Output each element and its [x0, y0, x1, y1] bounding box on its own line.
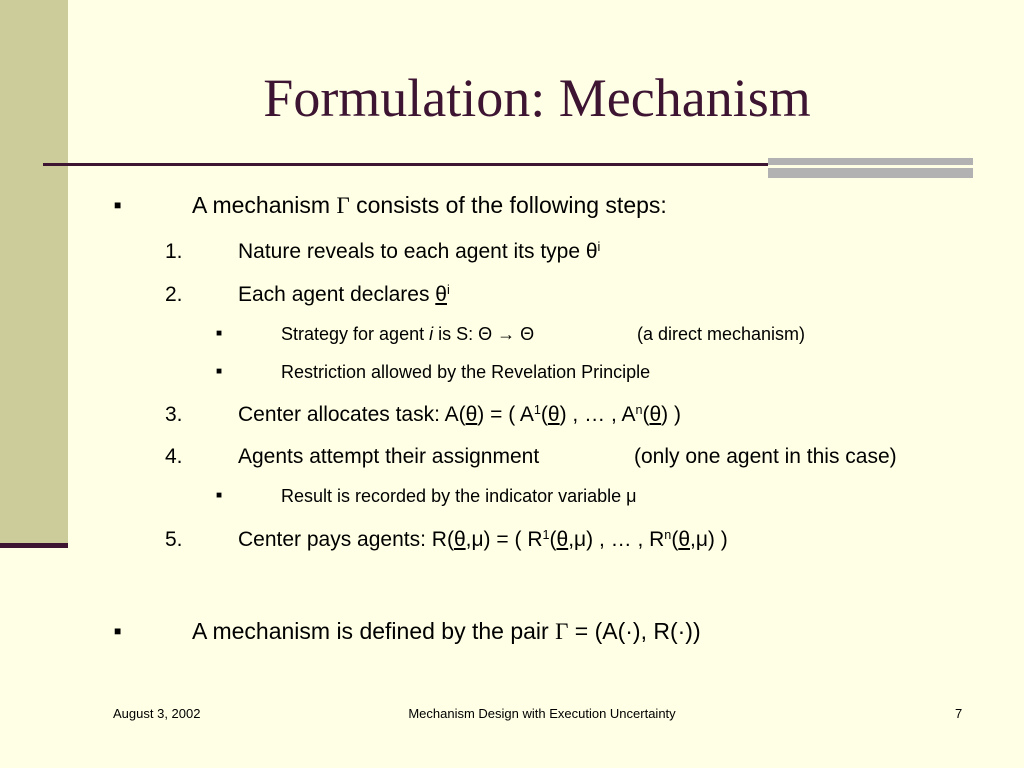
- text-part: Each agent declares: [238, 283, 436, 306]
- text-part: ,μ) , … , R: [568, 528, 665, 551]
- text-part: ) , … , A: [559, 403, 636, 426]
- bullet-marker: ■: [114, 624, 122, 638]
- bullet-marker: ■: [216, 328, 223, 339]
- gamma-symbol: Γ: [336, 193, 350, 218]
- superscript: 1: [533, 403, 541, 418]
- superscript: n: [664, 528, 672, 543]
- text-part: (: [671, 528, 679, 551]
- superscript: i: [446, 283, 450, 298]
- text-part: ) ): [661, 403, 681, 426]
- list-number: 5.: [165, 528, 183, 551]
- list-number: 1.: [165, 240, 183, 263]
- list-item-text: Strategy for agent i is S: Θ → Θ: [281, 324, 534, 345]
- list-item-text: Nature reveals to each agent its type θi: [238, 240, 600, 264]
- list-item-text: Result is recorded by the indicator vari…: [281, 486, 637, 506]
- bullet-marker: ■: [216, 490, 223, 501]
- list-item-note: (only one agent in this case): [634, 445, 897, 468]
- list-item-text: Center pays agents: R(θ,μ) = ( R1(θ,μ) ,…: [238, 528, 728, 552]
- text-part: (: [642, 403, 650, 426]
- title-accent-bar: [768, 158, 973, 178]
- list-number: 4.: [165, 445, 183, 468]
- list-item-text: A mechanism Γ consists of the following …: [192, 192, 667, 219]
- theta-symbol: θ: [453, 528, 466, 551]
- left-decor-line: [0, 543, 68, 548]
- list-item-text: Center allocates task: A(θ) = ( A1(θ) , …: [238, 403, 681, 427]
- text-part: A mechanism: [192, 192, 337, 218]
- list-item-note: (a direct mechanism): [637, 324, 806, 344]
- theta-symbol: θ: [435, 283, 447, 306]
- text-part: A mechanism is defined by the pair: [192, 618, 556, 644]
- list-item-text: Restriction allowed by the Revelation Pr…: [281, 362, 651, 382]
- list-number: 3.: [165, 403, 183, 426]
- list-item-text: Agents attempt their assignment: [238, 445, 540, 468]
- text-part: Center allocates task: A(: [238, 403, 466, 426]
- superscript: n: [635, 403, 643, 418]
- footer-title: Mechanism Design with Execution Uncertai…: [408, 706, 676, 721]
- superscript: i: [597, 240, 601, 255]
- text-part: Nature reveals to each agent its type θ: [238, 240, 598, 263]
- bullet-marker: ■: [216, 366, 223, 377]
- list-item-text: Each agent declares θi: [238, 283, 450, 307]
- list-item-text: A mechanism is defined by the pair Γ = (…: [192, 618, 701, 645]
- italic-var: i: [429, 324, 434, 344]
- list-number: 2.: [165, 283, 183, 306]
- footer-date: August 3, 2002: [113, 706, 201, 721]
- text-part: ,μ) = ( R: [465, 528, 543, 551]
- superscript: 1: [542, 528, 550, 543]
- text-part: (: [549, 528, 557, 551]
- theta-symbol: θ: [547, 403, 560, 426]
- gamma-symbol: Γ: [555, 619, 569, 644]
- footer-page-number: 7: [955, 706, 963, 721]
- theta-symbol: θ: [678, 528, 690, 551]
- text-part: Center pays agents: R(: [238, 528, 454, 551]
- text-part: Strategy for agent: [281, 324, 430, 344]
- text-part: consists of the following steps:: [349, 192, 667, 218]
- text-part: = (A(·), R(·)): [568, 618, 701, 644]
- slide-title: Formulation: Mechanism: [263, 68, 811, 128]
- text-part: (: [540, 403, 548, 426]
- left-decor-bar: [0, 0, 68, 548]
- title-rule: [43, 163, 833, 166]
- text-part: ,μ) ): [690, 528, 728, 551]
- text-part: ) = ( A: [477, 403, 534, 426]
- text-part: is S: Θ → Θ: [433, 324, 535, 344]
- theta-symbol: θ: [556, 528, 569, 551]
- theta-symbol: θ: [649, 403, 662, 426]
- theta-symbol: θ: [465, 403, 478, 426]
- bullet-marker: ■: [114, 198, 122, 212]
